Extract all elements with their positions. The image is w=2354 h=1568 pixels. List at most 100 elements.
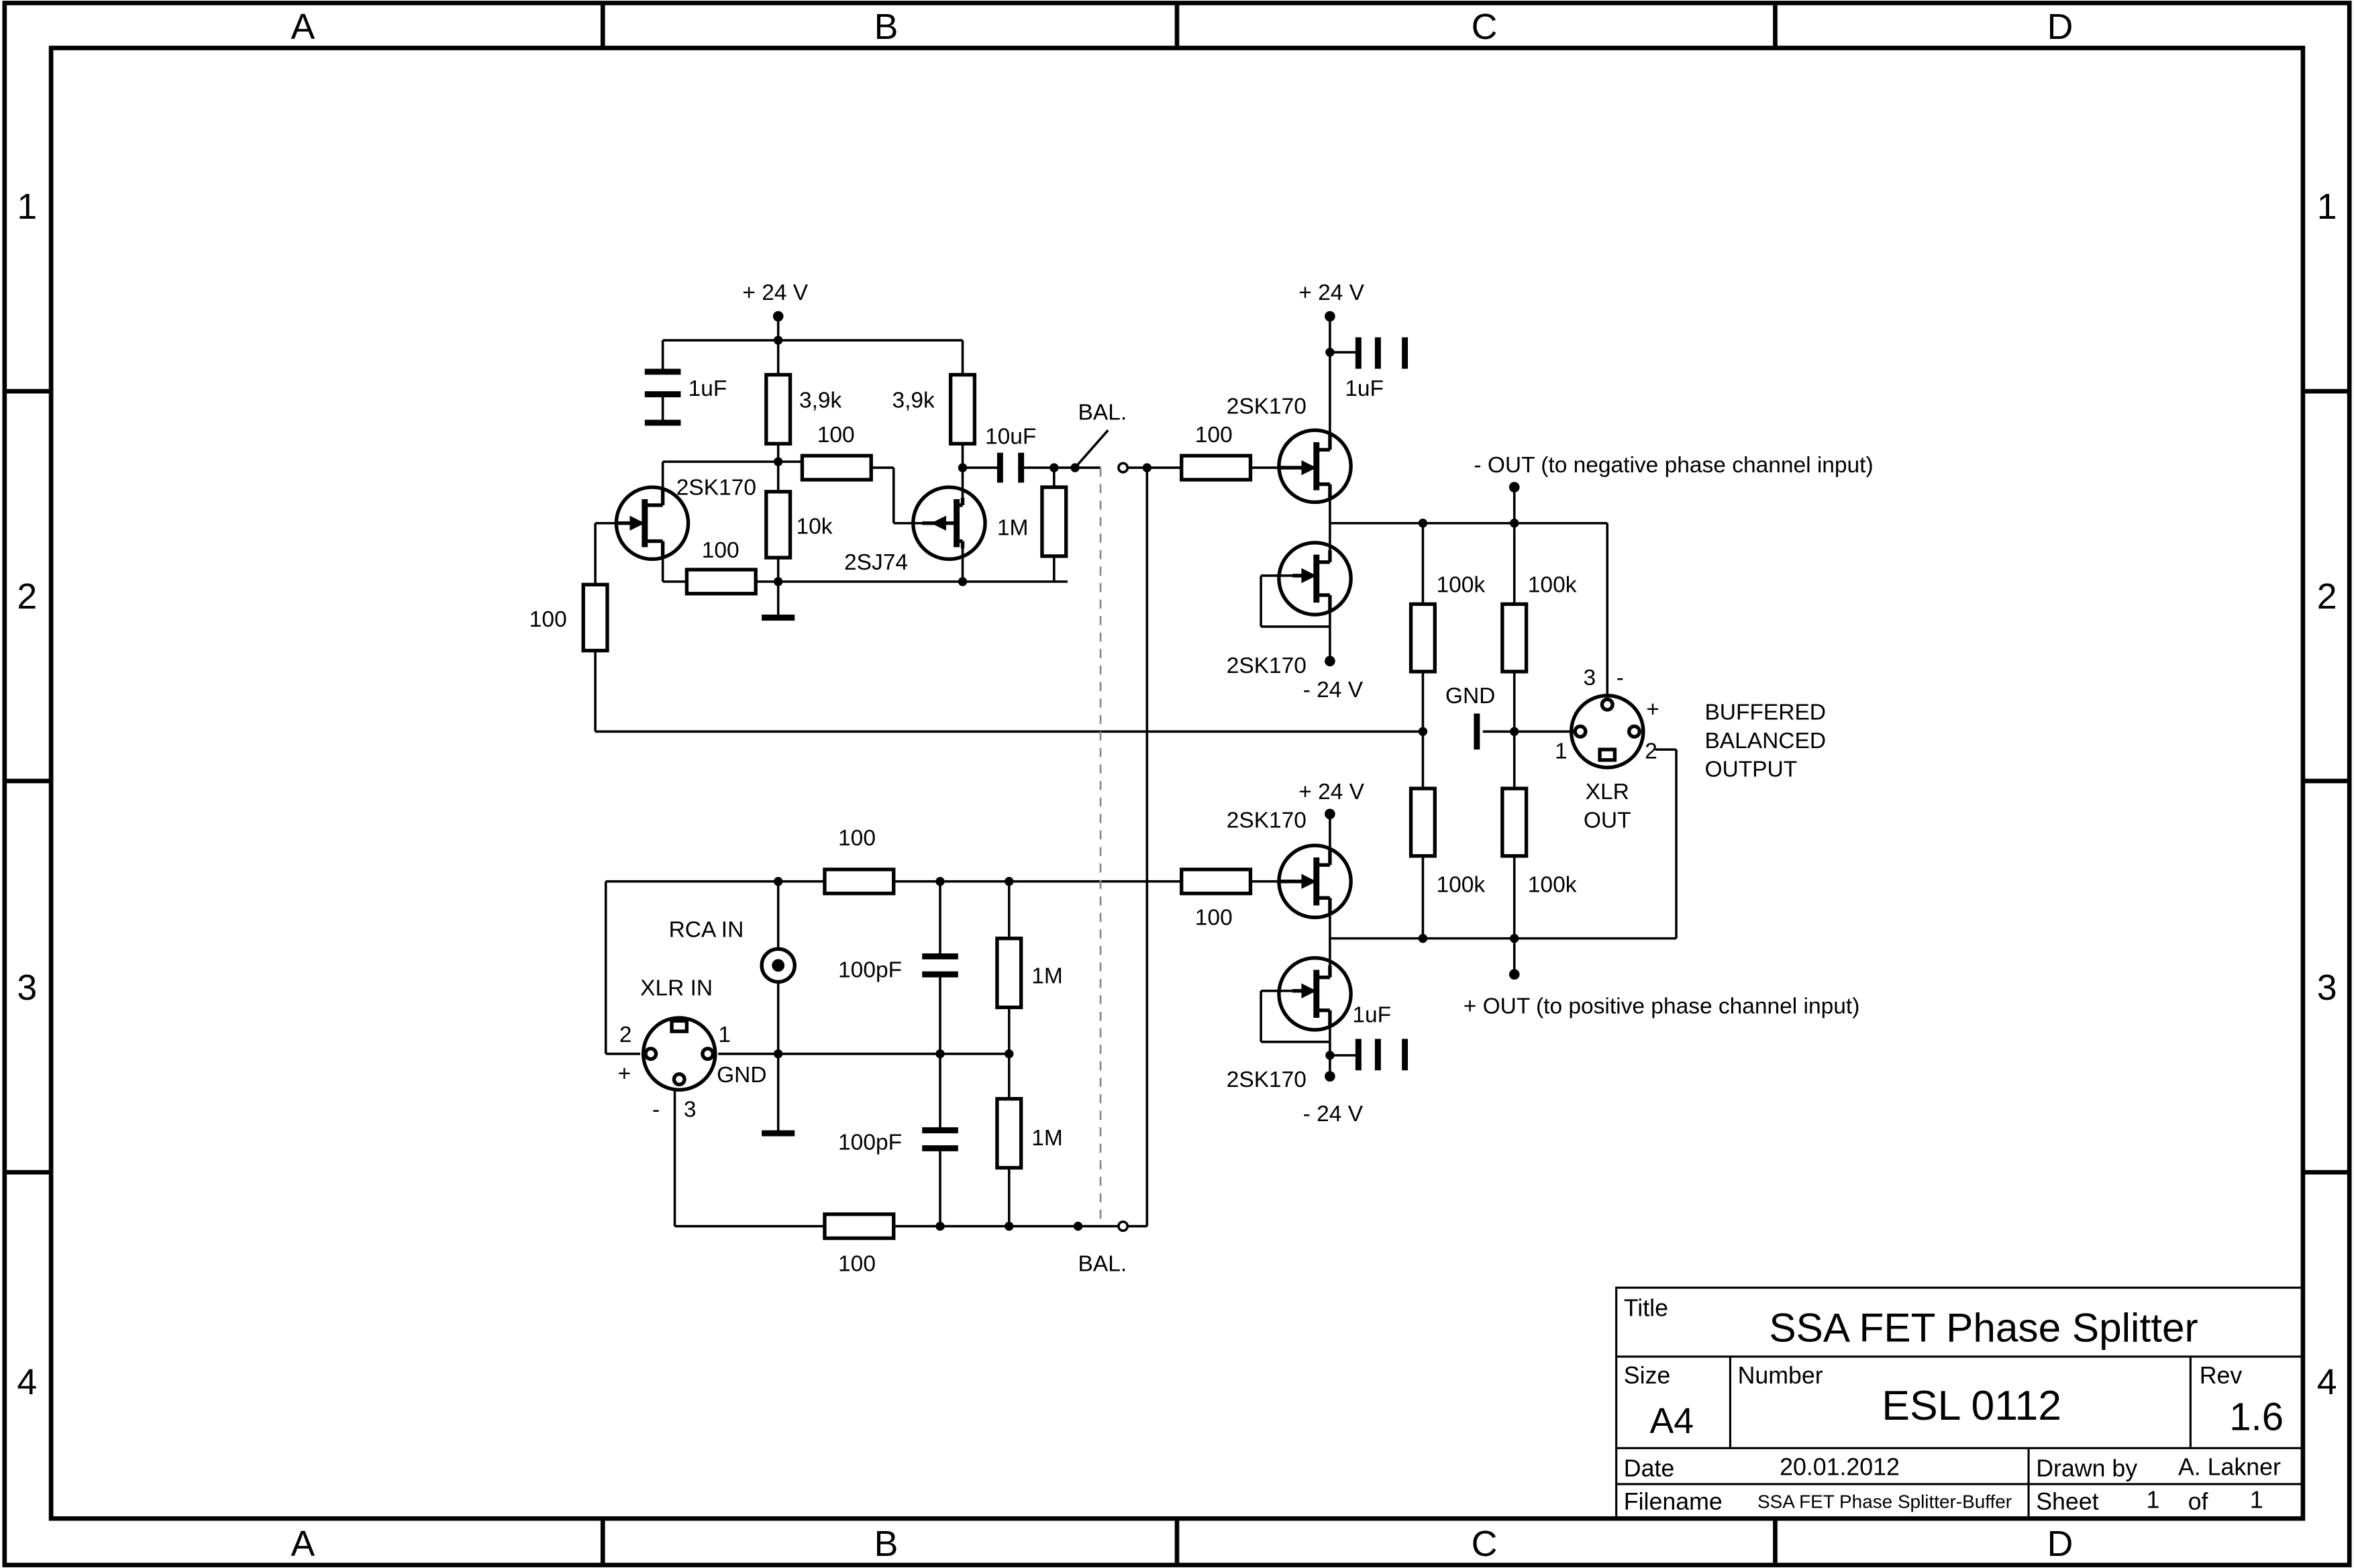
title-block-drawn-by: A. Lakner (2178, 1453, 2281, 1480)
label-r-1M-bottom: 1M (1031, 1126, 1063, 1151)
label-gnd-in: GND (717, 1063, 766, 1088)
resistor-100-source (684, 568, 758, 596)
zone-col-b-bottom: B (874, 1524, 899, 1564)
label-r-3k9-left: 3,9k (799, 388, 842, 413)
label-cap-1uF-bottom: 1uF (1352, 1003, 1391, 1028)
zone-row-1-left: 1 (17, 187, 37, 227)
label-pin-plus-in: + (618, 1061, 631, 1086)
label-vplus-mid: + 24 V (1298, 780, 1364, 804)
label-r-3k9-right: 3,9k (892, 388, 935, 413)
label-q-2sk170-input: 2SK170 (676, 475, 756, 500)
label-r-100-gate-bottom: 100 (1195, 906, 1233, 931)
zone-col-c-bottom: C (1472, 1524, 1498, 1564)
label-vminus-bot: - 24 V (1303, 1102, 1364, 1127)
title-block-number-label: Number (1738, 1362, 1823, 1389)
label-pin-3-out: 3 (1583, 666, 1596, 690)
title-block-number: ESL 0112 (1882, 1382, 2061, 1429)
label-cap-1uF-left: 1uF (688, 376, 727, 401)
resistor-100-gate-bottom (1180, 868, 1253, 896)
zone-row-3-left: 3 (17, 968, 37, 1008)
label-c-100pF-top: 100pF (838, 958, 902, 983)
label-r-100k-c: 100k (1437, 872, 1486, 897)
xlr-in-connector (641, 1016, 717, 1092)
capacitors (644, 337, 1409, 1151)
label-gnd-out: GND (1445, 684, 1495, 709)
label-r-100-input-top: 100 (838, 826, 876, 851)
resistor-100-input-top (823, 868, 896, 896)
label-vplus-top1: + 24 V (742, 280, 808, 305)
title-block-rev-label: Rev (2200, 1362, 2243, 1389)
jfet-2sk170-bottom-follower (1277, 843, 1353, 920)
title-block-of-label: of (2188, 1488, 2208, 1515)
jfet-2sk170-bottom-ccs (1277, 955, 1353, 1032)
zone-row-4-left: 4 (17, 1362, 37, 1402)
label-pin-plus-out: + (1646, 697, 1659, 722)
title-block-sheets: 1 (2250, 1487, 2263, 1514)
label-q-2sk170-top-follower: 2SK170 (1227, 395, 1307, 419)
resistor-1M-top (1040, 485, 1068, 558)
rca-in-connector (760, 947, 797, 984)
zone-col-d-bottom: D (2047, 1524, 2074, 1564)
label-r-100-input-bottom: 100 (838, 1252, 876, 1277)
label-q-2sk170-bottom-ccs: 2SK170 (1227, 1067, 1307, 1092)
resistor-100k-d (1500, 786, 1529, 858)
zone-labels: A B C D A B C D 1 2 3 4 1 2 3 4 (17, 7, 2337, 1564)
zone-col-a-bottom: A (291, 1524, 315, 1564)
resistors (581, 372, 1529, 1241)
label-out-positive: + OUT (to positive phase channel input) (1464, 994, 1860, 1018)
resistor-100-gate-top (1180, 454, 1253, 482)
label-vminus-mid: - 24 V (1303, 678, 1364, 702)
label-q-2sk170-top-ccs: 2SK170 (1227, 654, 1307, 678)
label-pin-minus-in: - (652, 1097, 660, 1122)
resistor-100-input-bottom (823, 1212, 896, 1241)
title-block: Title SSA FET Phase Splitter Size A4 Num… (1615, 1286, 2304, 1520)
jfet-2sk170-top-follower (1277, 428, 1353, 505)
zone-col-a-top: A (291, 7, 315, 47)
label-r-10k: 10k (797, 514, 833, 539)
label-r-100k-b: 100k (1528, 573, 1577, 598)
title-block-sheet-label: Sheet (2036, 1488, 2098, 1515)
title-block-drawn-label: Drawn by (2036, 1455, 2137, 1482)
title-block-size: A4 (1650, 1401, 1694, 1441)
zone-col-b-top: B (874, 7, 899, 47)
schematic-labels: + 24 V + 24 V + 24 V - 24 V - 24 V 1uF 1… (529, 280, 1874, 1277)
title-block-sheet: 1 (2147, 1487, 2160, 1514)
label-r-100-source: 100 (702, 538, 739, 563)
resistor-100k-a (1409, 602, 1437, 674)
label-q-2sk170-bottom-follower: 2SK170 (1227, 808, 1307, 833)
jfet-2sj74 (911, 485, 987, 562)
label-q-2sj74: 2SJ74 (844, 550, 908, 575)
zone-row-3-right: 3 (2317, 968, 2337, 1008)
zone-row-1-right: 1 (2317, 187, 2337, 227)
resistor-1M-mid (995, 936, 1023, 1010)
label-cap-10uF: 10uF (985, 424, 1036, 449)
title-block-date: 20.01.2012 (1780, 1453, 1900, 1480)
label-r-1M-mid: 1M (1031, 964, 1063, 989)
bal-switch (1074, 429, 1147, 1233)
resistor-100k-c (1409, 786, 1437, 858)
jfet-2sk170-top-ccs (1277, 541, 1353, 617)
zone-row-2-left: 2 (17, 576, 37, 617)
title-block-size-label: Size (1624, 1362, 1671, 1389)
label-r-100-feedback: 100 (529, 607, 567, 632)
title-block-title: SSA FET Phase Splitter (1769, 1305, 2198, 1351)
label-r-100k-d: 100k (1528, 872, 1577, 897)
resistor-100-top (800, 454, 873, 482)
label-r-100k-a: 100k (1437, 573, 1486, 598)
label-vplus-top2: + 24 V (1298, 280, 1364, 305)
title-block-filename: SSA FET Phase Splitter-Buffer (1757, 1492, 2012, 1512)
resistor-100k-b (1500, 602, 1529, 674)
title-block-filename-label: Filename (1624, 1488, 1723, 1515)
label-out-negative: - OUT (to negative phase channel input) (1474, 453, 1873, 478)
zone-col-c-top: C (1472, 7, 1498, 47)
label-r-1M-top: 1M (997, 516, 1029, 541)
label-pin-1-in: 1 (718, 1023, 731, 1047)
label-r-100-top: 100 (817, 423, 855, 448)
xlr-out-connector (1569, 693, 1645, 770)
title-block-title-label: Title (1624, 1295, 1668, 1322)
label-cap-1uF-top: 1uF (1345, 376, 1384, 401)
label-pin-minus-out: - (1617, 666, 1624, 690)
zone-col-d-top: D (2047, 7, 2074, 47)
